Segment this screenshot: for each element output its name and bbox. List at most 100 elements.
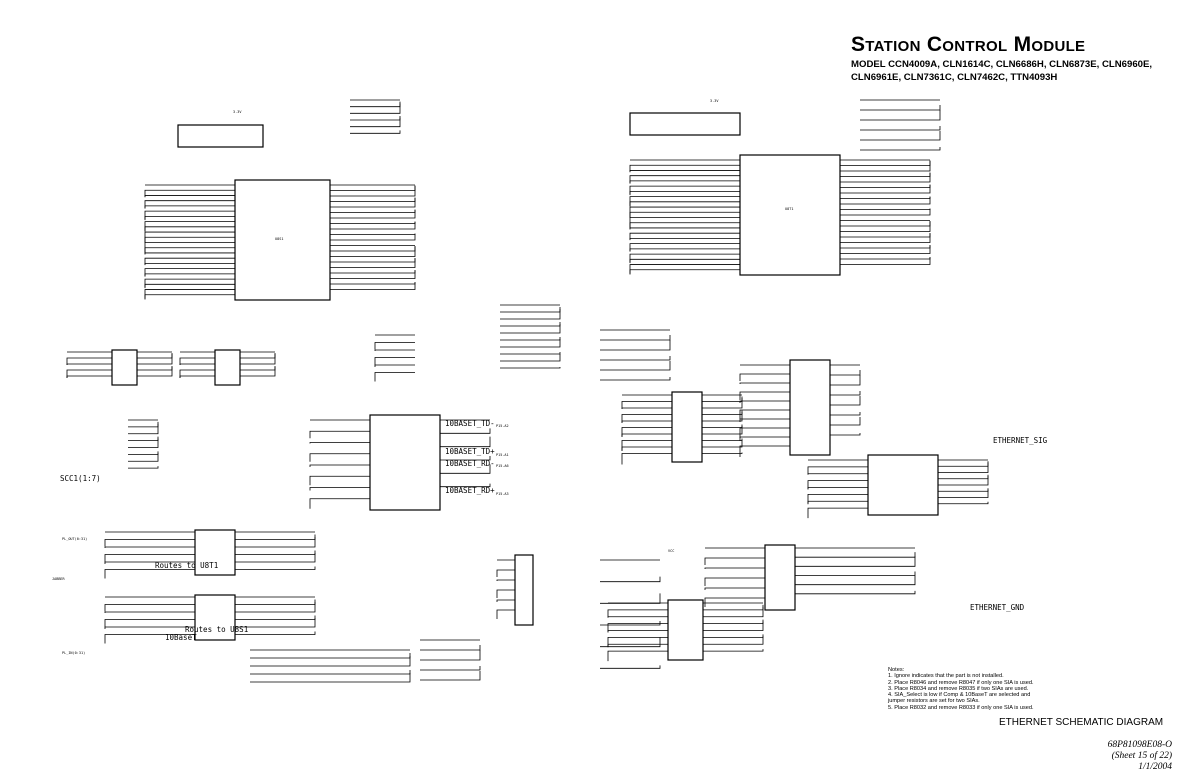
wire: [629, 170, 740, 172]
wire: [137, 367, 173, 377]
wire: [629, 258, 740, 263]
wire: [235, 537, 316, 548]
wire: [235, 618, 316, 628]
wire: [607, 650, 668, 662]
wire: [621, 440, 672, 451]
wire: [600, 576, 661, 583]
wire: [500, 354, 561, 362]
wire: [330, 233, 416, 235]
wire: [496, 589, 515, 598]
wire: [703, 606, 764, 618]
wire: [830, 375, 861, 386]
wire: [600, 377, 671, 381]
wire: [607, 623, 668, 632]
wire: [739, 382, 790, 384]
wire: [795, 556, 916, 567]
sheet-number: (Sheet 15 of 22): [1111, 751, 1172, 761]
wire: [330, 282, 416, 285]
wire: [607, 609, 668, 617]
wire: [144, 263, 235, 265]
wire: [739, 418, 790, 422]
chip-u8s1: [234, 179, 331, 301]
wire: [235, 550, 316, 555]
wire: [240, 354, 276, 365]
wire: [830, 391, 861, 396]
note-item: 3. Place R8034 and remove R8035 if two S…: [888, 685, 1029, 692]
wire: [840, 209, 931, 216]
wire: [703, 649, 764, 652]
wire: [840, 160, 931, 166]
connector-p15-a1: P15-A1: [496, 453, 509, 457]
signal-pl-out: PL_OUT(0:31): [62, 537, 87, 541]
wire: [440, 428, 491, 434]
signal-ethernet-gnd: ETHERNET_GND: [970, 603, 1025, 612]
chip-u8s2: [194, 529, 236, 576]
wire: [128, 436, 159, 442]
page-title: Station Control Module: [851, 33, 1086, 56]
wire: [621, 453, 672, 465]
wire: [104, 554, 195, 563]
wire: [66, 369, 112, 378]
signal-routes-u8t1: Routes to U8T1: [155, 561, 218, 570]
wire: [860, 126, 941, 131]
wire: [840, 173, 931, 183]
wire: [795, 590, 916, 595]
wire: [330, 246, 416, 257]
capacitor-bank-2: [629, 112, 741, 136]
chip-u8t1: [739, 154, 841, 276]
wire: [704, 577, 765, 586]
wire: [702, 452, 743, 454]
wire: [840, 161, 931, 172]
wire: [128, 466, 159, 469]
wire: [600, 340, 671, 351]
wire: [104, 611, 195, 613]
wire: [179, 357, 215, 365]
wire: [330, 282, 416, 290]
wire: [374, 372, 415, 382]
wire: [500, 352, 561, 355]
wire: [938, 501, 989, 505]
wire: [938, 488, 989, 492]
wire: [607, 636, 668, 647]
wire: [629, 164, 740, 173]
wire: [703, 619, 764, 625]
wire: [128, 421, 159, 428]
wire: [179, 369, 215, 378]
wire: [807, 473, 868, 475]
wire: [860, 105, 941, 111]
wire: [235, 602, 316, 613]
notes: Notes: 1. Ignore indicates that the part…: [888, 667, 1038, 711]
wire: [795, 552, 916, 558]
wire: [840, 221, 931, 232]
wire: [496, 569, 515, 577]
wire: [496, 609, 515, 619]
wire: [240, 366, 276, 371]
wire: [250, 656, 411, 667]
wire: [702, 426, 743, 435]
wire: [807, 507, 868, 519]
wires: [66, 99, 989, 683]
wire: [629, 180, 740, 183]
wire: [830, 417, 861, 426]
doc-date: 1/1/2004: [1138, 762, 1172, 772]
chip-label: U8T1: [785, 207, 793, 211]
wire: [66, 357, 112, 365]
wire: [144, 278, 235, 289]
doc-number: 68P81098E08-O: [1107, 740, 1172, 750]
wire: [739, 445, 790, 457]
wire: [703, 634, 764, 638]
wire: [66, 363, 112, 365]
wire: [144, 226, 235, 231]
wire: [235, 615, 316, 620]
notes-heading: Notes:: [888, 667, 905, 673]
wire: [607, 643, 668, 648]
wire: [137, 353, 173, 359]
wire: [500, 309, 561, 320]
wire: [309, 475, 370, 486]
wire: [629, 222, 740, 229]
wire: [840, 172, 931, 177]
wire: [440, 456, 491, 461]
wire: [66, 375, 112, 378]
wire: [807, 480, 868, 489]
